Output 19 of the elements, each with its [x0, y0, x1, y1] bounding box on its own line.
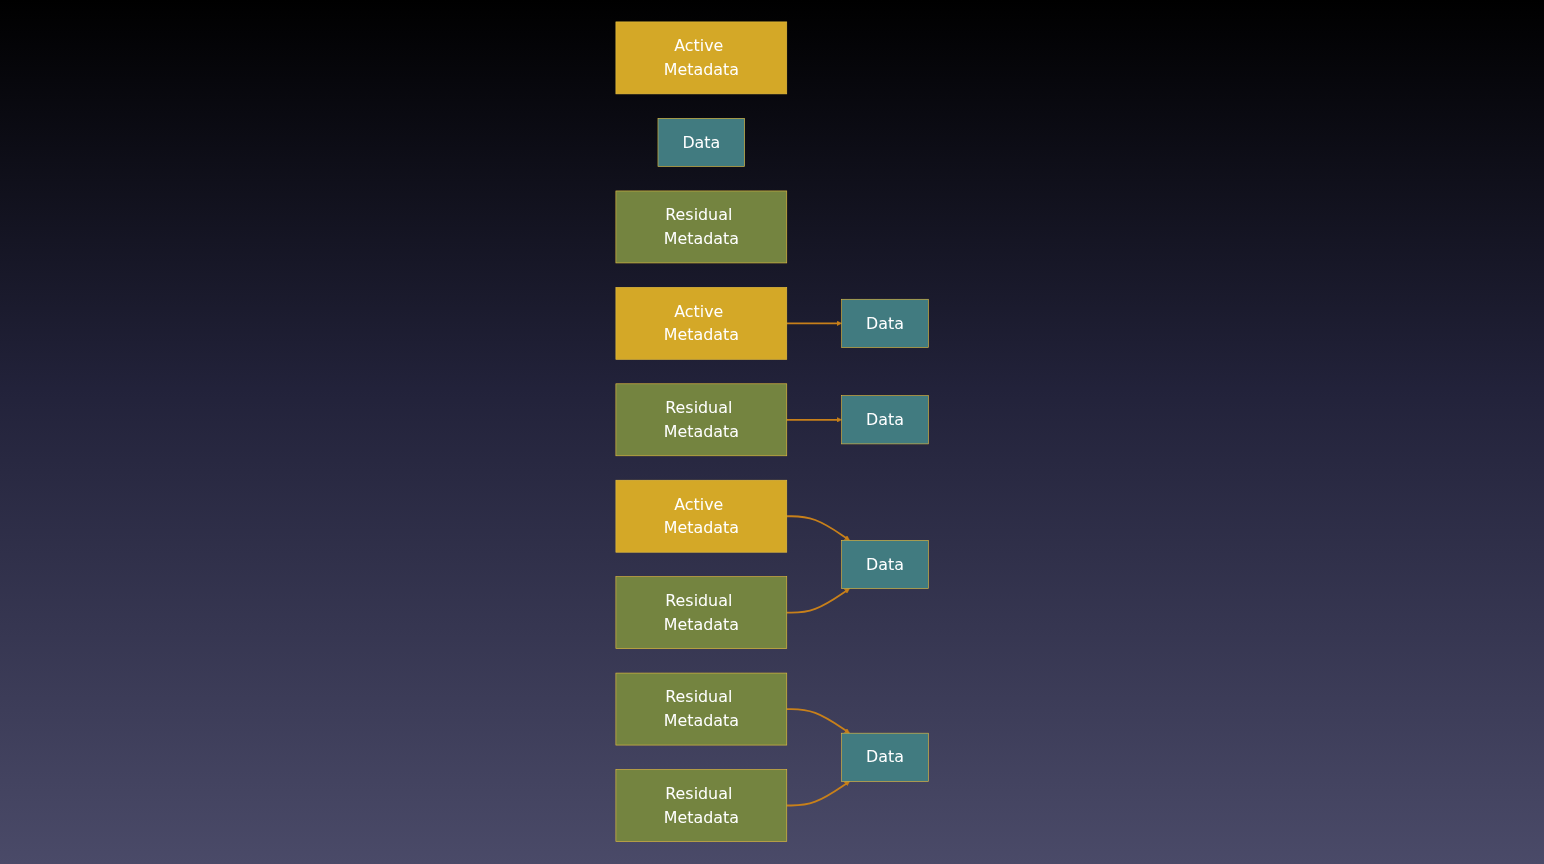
arrow: [785, 781, 850, 807]
node-box: Residual Metadata: [615, 769, 787, 843]
node-box: Data: [841, 540, 929, 590]
node-box: Active Metadata: [615, 21, 787, 95]
node-box: Data: [841, 395, 929, 445]
node-box: Active Metadata: [615, 480, 787, 553]
arrow: [785, 417, 842, 423]
node-box: Data: [841, 299, 929, 349]
node-box: Residual Metadata: [615, 190, 787, 264]
arrow: [785, 515, 850, 541]
arrow: [785, 321, 842, 327]
node-box: Active Metadata: [615, 287, 787, 360]
arrow: [785, 588, 850, 614]
node-box: Residual Metadata: [615, 576, 787, 650]
node-box: Residual Metadata: [615, 383, 787, 457]
arrow: [785, 708, 850, 734]
node-box: Data: [841, 733, 929, 782]
node-box: Residual Metadata: [615, 673, 787, 746]
node-box: Data: [657, 118, 745, 168]
